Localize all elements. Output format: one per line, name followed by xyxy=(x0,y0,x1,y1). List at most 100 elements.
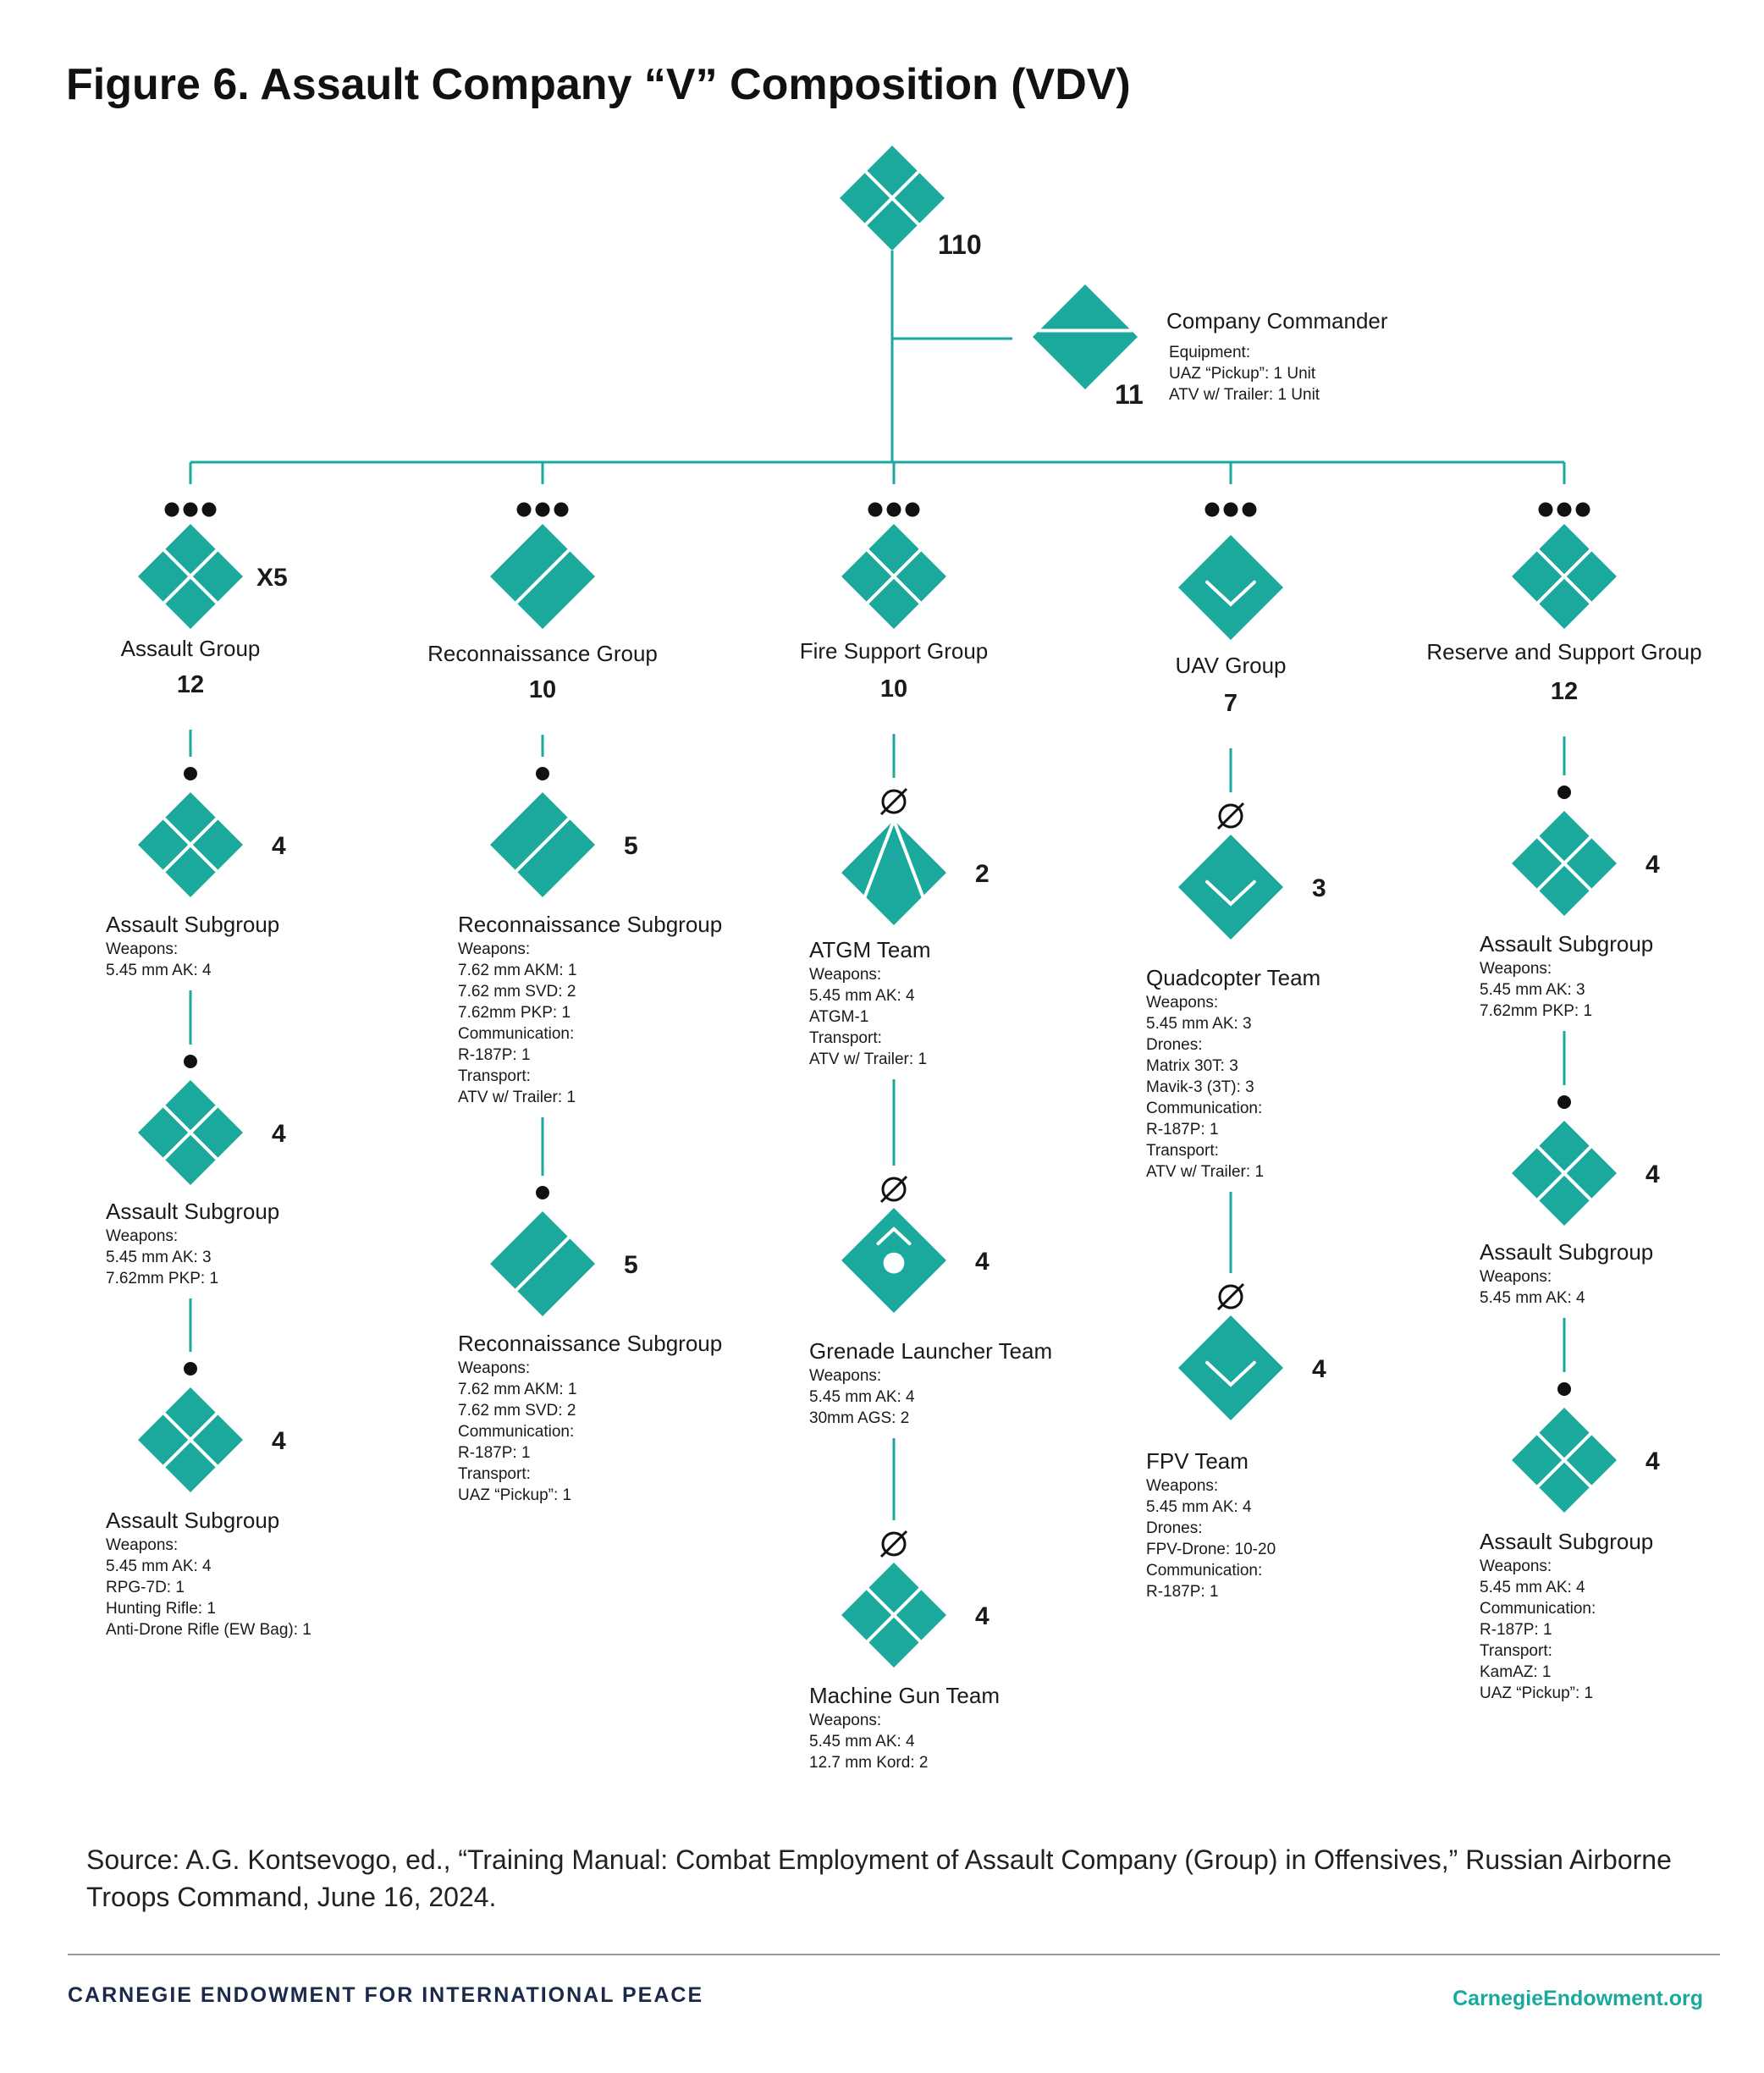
echelon-dot xyxy=(1557,786,1571,799)
subunit-detail: Matrix 30T: 3 xyxy=(1146,1057,1238,1075)
subunit-detail: Anti-Drone Rifle (EW Bag): 1 xyxy=(106,1621,311,1639)
subunit-detail: 5.45 mm AK: 4 xyxy=(106,962,212,979)
subunit-detail: Weapons: xyxy=(1146,994,1218,1012)
null-sign-slash xyxy=(879,1175,908,1204)
subunit-detail: 5.45 mm AK: 4 xyxy=(809,1388,915,1406)
commander-symbol xyxy=(1033,284,1138,389)
group-count: 10 xyxy=(880,675,907,703)
subunit-count: 4 xyxy=(272,1120,286,1148)
subunit-symbol xyxy=(841,820,946,925)
commander-detail: Equipment: xyxy=(1169,344,1250,361)
symbol-cross-stroke xyxy=(1536,835,1592,891)
subunit-detail: R-187P: 1 xyxy=(1146,1583,1219,1601)
subunit-detail: Weapons: xyxy=(1480,960,1552,978)
commander-label: Company Commander xyxy=(1166,308,1388,334)
subunit-detail: 5.45 mm AK: 4 xyxy=(1146,1498,1252,1516)
subunit-detail: 30mm AGS: 2 xyxy=(809,1409,909,1427)
subunit-count: 4 xyxy=(272,1427,286,1455)
subunit-detail: Transport: xyxy=(1480,1642,1552,1660)
subunit-count: 3 xyxy=(1312,874,1326,902)
symbol-slash-stroke xyxy=(515,549,571,604)
subunit-detail: 7.62mm PKP: 1 xyxy=(106,1270,218,1287)
null-sign-icon xyxy=(881,1177,907,1202)
symbol-chevron-stroke xyxy=(1205,879,1256,907)
echelon-dot xyxy=(1557,1382,1571,1396)
symbol-cross-stroke xyxy=(1536,1145,1592,1201)
subunit-count: 4 xyxy=(272,832,286,860)
footer-organization: CARNEGIE ENDOWMENT FOR INTERNATIONAL PEA… xyxy=(68,1983,704,2007)
subunit-detail: Weapons: xyxy=(809,966,881,984)
echelon-dot xyxy=(516,502,532,517)
subunit-detail: 7.62mm PKP: 1 xyxy=(1480,1002,1592,1020)
subunit-label: FPV Team xyxy=(1146,1448,1249,1474)
group-label: Reconnaissance Group xyxy=(427,641,658,666)
subunit-label: Machine Gun Team xyxy=(809,1683,1000,1708)
subunit-label: ATGM Team xyxy=(809,937,931,962)
group-label: Assault Group xyxy=(121,636,261,661)
symbol-cross-stroke xyxy=(1536,549,1592,604)
commander-detail: UAZ “Pickup”: 1 Unit xyxy=(1169,365,1316,383)
subunit-detail: 5.45 mm AK: 4 xyxy=(1480,1289,1585,1307)
subunit-label: Reconnaissance Subgroup xyxy=(458,912,722,937)
subunit-detail: Weapons: xyxy=(458,940,530,958)
subunit-detail: Drones: xyxy=(1146,1519,1203,1537)
subunit-detail: R-187P: 1 xyxy=(1480,1621,1552,1639)
subunit-detail: Weapons: xyxy=(106,1227,178,1245)
subunit-detail: Weapons: xyxy=(458,1359,530,1377)
null-sign-slash xyxy=(1216,1282,1245,1311)
symbol-cross-stroke xyxy=(866,549,922,604)
echelon-dot xyxy=(536,1186,549,1199)
footer-divider xyxy=(68,1954,1720,1955)
subunit-label: Assault Subgroup xyxy=(106,1508,279,1533)
subunit-count: 2 xyxy=(975,860,989,888)
subunit-label: Assault Subgroup xyxy=(106,912,279,937)
echelon-dot xyxy=(183,502,198,517)
null-sign-slash xyxy=(879,1530,908,1558)
group-count: 10 xyxy=(529,676,556,703)
symbol-chevron-stroke xyxy=(1205,1360,1256,1387)
null-sign-slash xyxy=(1216,802,1245,830)
subunit-symbol xyxy=(1178,835,1283,940)
subunit-detail: UAZ “Pickup”: 1 xyxy=(458,1486,571,1504)
echelon-dot xyxy=(1242,502,1257,517)
subunit-detail: Weapons: xyxy=(1146,1477,1218,1495)
group-symbol xyxy=(1178,535,1283,640)
echelon-dot xyxy=(1575,502,1590,517)
subunit-detail: ATV w/ Trailer: 1 xyxy=(458,1089,576,1106)
echelon-dot xyxy=(1557,502,1572,517)
symbol-grenade-dot xyxy=(883,1252,905,1274)
subunit-detail: 7.62 mm SVD: 2 xyxy=(458,983,576,1001)
subunit-label: Quadcopter Team xyxy=(1146,965,1320,990)
symbol-slash-stroke xyxy=(515,817,571,873)
subunit-detail: ATGM-1 xyxy=(809,1008,868,1026)
subunit-symbol xyxy=(1178,1315,1283,1420)
echelon-dot xyxy=(1557,1095,1571,1109)
echelon-dot xyxy=(868,502,883,517)
subunit-detail: Transport: xyxy=(458,1465,531,1483)
subunit-detail: 5.45 mm AK: 4 xyxy=(809,987,915,1005)
subunit-detail: Transport: xyxy=(809,1029,882,1047)
group-label: Fire Support Group xyxy=(800,638,989,664)
subunit-detail: R-187P: 1 xyxy=(458,1444,531,1462)
subunit-detail: Transport: xyxy=(458,1067,531,1085)
symbol-atgm-stroke xyxy=(863,815,925,898)
echelon-dot xyxy=(886,502,901,517)
null-sign-icon xyxy=(881,789,907,814)
symbol-slash-stroke xyxy=(515,1236,571,1292)
subunit-detail: 5.45 mm AK: 4 xyxy=(106,1558,212,1575)
group-count: 7 xyxy=(1224,690,1238,717)
subunit-detail: ATV w/ Trailer: 1 xyxy=(809,1050,927,1068)
commander-detail: ATV w/ Trailer: 1 Unit xyxy=(1169,386,1320,404)
subunit-count: 5 xyxy=(624,1251,638,1279)
null-sign-icon xyxy=(1218,1284,1243,1309)
subunit-count: 4 xyxy=(975,1248,989,1276)
subunit-count: 4 xyxy=(1645,851,1660,879)
subunit-detail: 5.45 mm AK: 3 xyxy=(1480,981,1585,999)
echelon-dot xyxy=(1538,502,1553,517)
subunit-detail: KamAZ: 1 xyxy=(1480,1663,1551,1681)
subunit-detail: Communication: xyxy=(1480,1600,1596,1618)
footer-website: CarnegieEndowment.org xyxy=(1453,1987,1703,2010)
symbol-grenade-arc xyxy=(876,1227,912,1246)
